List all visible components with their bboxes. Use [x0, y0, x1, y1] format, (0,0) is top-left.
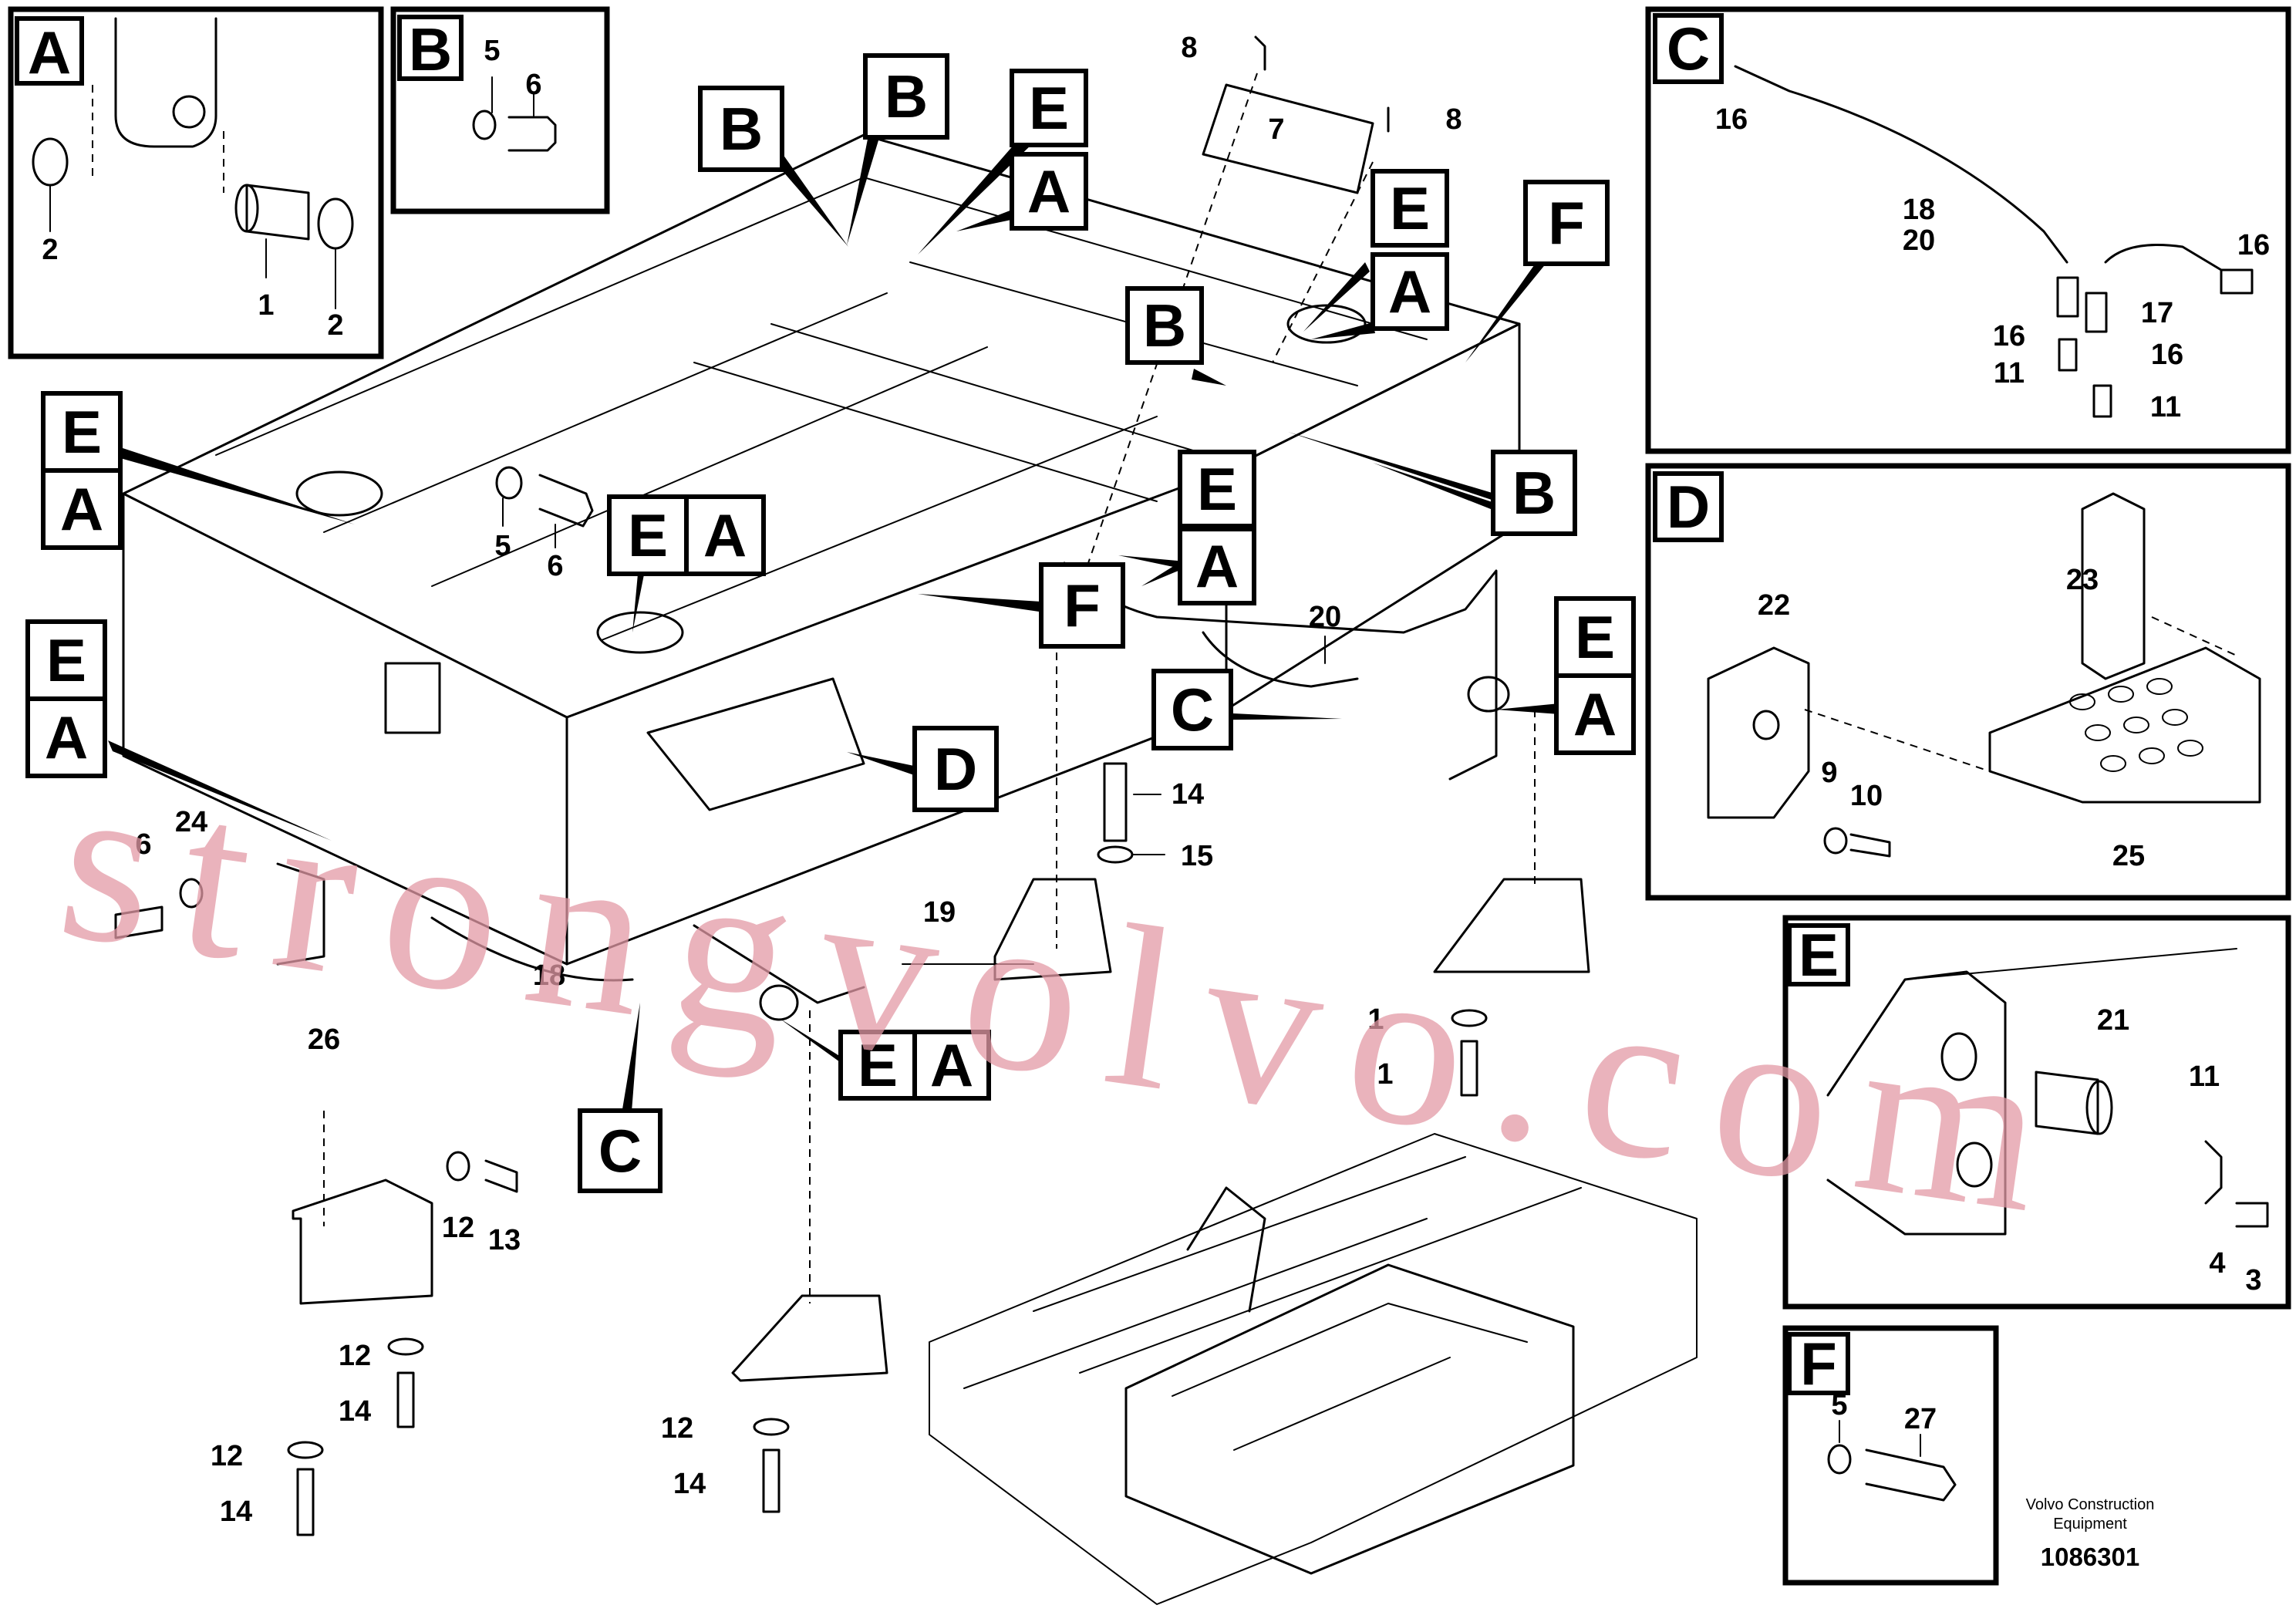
part-number: 20	[1903, 224, 1935, 257]
detail-frame-e: E 21 11 4 3	[1782, 915, 2291, 1310]
callout-letter-c: C	[1171, 676, 1214, 744]
callout-letter-b: B	[885, 62, 928, 130]
callout-letter-d: D	[934, 735, 977, 803]
part-number: 17	[2141, 297, 2173, 329]
callout-letter-a: A	[1573, 680, 1617, 748]
callout-letter-a: A	[1195, 532, 1239, 600]
detail-letter-e: E	[1799, 921, 1839, 989]
part-number: 6	[135, 828, 151, 861]
part-number: 14	[339, 1395, 371, 1428]
part-number: 18	[533, 959, 565, 992]
part-number: 2	[42, 234, 58, 266]
callout-letter-a: A	[60, 475, 103, 543]
part-number: 1	[258, 289, 274, 322]
part-number: 18	[1903, 194, 1935, 226]
callout-letter-b: B	[1143, 292, 1186, 359]
part-number: 9	[1821, 757, 1837, 789]
part-number: 6	[547, 550, 563, 582]
step-plate-holes	[2069, 678, 2203, 772]
part-number: 14	[1172, 778, 1204, 811]
callout-letter-a: A	[703, 501, 747, 569]
detail-letter-a: A	[28, 19, 71, 86]
callout-letter-f: F	[1548, 189, 1585, 257]
callout-letter-f: F	[1064, 572, 1101, 639]
detail-letter-f: F	[1800, 1330, 1837, 1398]
detail-letter-d: D	[1667, 473, 1710, 541]
callout-letter-a: A	[45, 703, 88, 771]
part-number: 24	[175, 806, 207, 838]
callout-letter-e: E	[1197, 455, 1237, 523]
watermark: strongvolvo.com	[47, 730, 2088, 1266]
callout-letter-e: E	[628, 501, 668, 569]
detail-frame-a: A 2 1 2	[8, 6, 384, 359]
part-number: 5	[494, 530, 511, 562]
part-number: 12	[211, 1440, 243, 1472]
part-number: 16	[1993, 320, 2025, 352]
part-number: 3	[2245, 1264, 2261, 1297]
callout-letter-b: B	[1512, 459, 1556, 527]
part-number: 1	[1377, 1058, 1393, 1091]
part-number: 12	[442, 1212, 474, 1244]
part-number: 6	[525, 69, 541, 101]
callout-letter-b: B	[720, 95, 763, 163]
part-number: 22	[1758, 589, 1790, 622]
part-number: 16	[2237, 229, 2270, 261]
maker-line-2: Equipment	[2053, 1516, 2127, 1533]
callout-letter-e: E	[62, 398, 102, 466]
drawing-number: 1086301	[2041, 1543, 2139, 1571]
detail-frame-d: D 23 22 9 10 25	[1645, 463, 2291, 901]
part-number: 8	[1445, 103, 1462, 136]
part-number: 26	[308, 1023, 340, 1056]
part-number: 5	[1831, 1389, 1847, 1421]
lower-chassis	[929, 1133, 1698, 1605]
callout-letter-e: E	[1390, 174, 1430, 242]
callout-letter-e: E	[858, 1031, 898, 1099]
part-number: 23	[2066, 564, 2099, 596]
callout-letter-e: E	[46, 626, 86, 694]
part-number: 19	[923, 896, 956, 929]
callout-letter-e: E	[1029, 74, 1069, 142]
part-number: 8	[1181, 32, 1197, 64]
part-number: 2	[327, 309, 343, 342]
part-number: 20	[1309, 601, 1341, 633]
part-number: 15	[1181, 840, 1213, 872]
callout-letter-a: A	[1388, 258, 1431, 325]
part-number: 14	[220, 1496, 252, 1528]
callout-letter-e: E	[1575, 603, 1615, 671]
part-number: 4	[2209, 1247, 2225, 1280]
detail-frame-b: B 5 6	[390, 6, 610, 214]
detail-frame-f: F 5 27	[1782, 1325, 1999, 1586]
part-number: 16	[2151, 339, 2183, 371]
part-number: 21	[2097, 1004, 2129, 1037]
callout-letter-a: A	[1027, 157, 1070, 225]
part-number: 12	[661, 1412, 693, 1445]
part-number: 14	[673, 1468, 706, 1500]
part-number: 27	[1904, 1403, 1937, 1435]
maker-line-1: Volvo Construction	[2026, 1496, 2155, 1513]
part-number: 25	[2112, 840, 2145, 872]
callout-letter-a: A	[930, 1031, 973, 1099]
main-hardware: 8 7 8 5 6 20 14 15 6 24 19 18 26	[114, 32, 1590, 1536]
callout-letter-c: C	[598, 1117, 642, 1185]
callouts: B B E A B E A F B E A E A E A F E A C D …	[25, 53, 1636, 1193]
part-number: 13	[488, 1224, 521, 1256]
detail-letter-b: B	[409, 15, 452, 83]
part-number: 11	[2150, 391, 2181, 423]
part-number: 1	[1367, 1003, 1384, 1036]
part-number: 5	[484, 35, 500, 67]
part-number: 10	[1850, 780, 1883, 812]
part-number: 11	[2189, 1061, 2220, 1093]
detail-frame-c: C 16 18 20 16 17 16 16 11 11	[1645, 6, 2291, 454]
detail-letter-c: C	[1667, 15, 1710, 83]
part-number: 16	[1715, 103, 1748, 136]
part-number: 11	[1994, 357, 2025, 389]
part-number: 12	[339, 1340, 371, 1372]
title-block: Volvo Construction Equipment 1086301	[2026, 1496, 2155, 1571]
part-number: 7	[1268, 113, 1284, 146]
